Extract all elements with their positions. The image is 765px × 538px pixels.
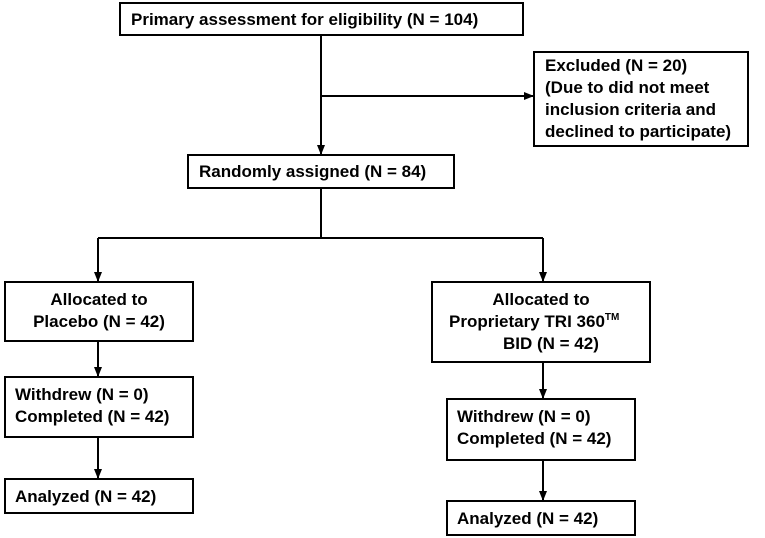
treatment-analysis-box: Analyzed (N = 42)	[446, 500, 636, 536]
treatment-allocation-box: Allocated to Proprietary TRI 360TM BID (…	[431, 281, 651, 363]
randomization-label: Randomly assigned (N = 84)	[199, 162, 427, 181]
excluded-line-3: inclusion criteria and	[545, 100, 716, 119]
treatment-followup-box: Withdrew (N = 0) Completed (N = 42)	[446, 398, 636, 461]
treatment-completed: Completed (N = 42)	[457, 429, 612, 448]
excluded-line-2: (Due to did not meet	[545, 78, 710, 97]
placebo-analyzed: Analyzed (N = 42)	[15, 487, 157, 506]
screening-label: Primary assessment for eligibility (N = …	[131, 10, 479, 29]
excluded-line-1: Excluded (N = 20)	[545, 56, 688, 75]
treatment-allocation-line-3: BID (N = 42)	[503, 334, 599, 353]
treatment-allocation-line-1: Allocated to	[492, 290, 590, 309]
screening-box: Primary assessment for eligibility (N = …	[119, 2, 524, 36]
placebo-analysis-box: Analyzed (N = 42)	[4, 478, 194, 514]
trademark-symbol: TM	[604, 312, 620, 323]
placebo-allocation-line-1: Allocated to	[50, 290, 148, 309]
placebo-allocation-line-2: Placebo (N = 42)	[33, 312, 165, 331]
placebo-allocation-box: Allocated to Placebo (N = 42)	[4, 281, 194, 342]
placebo-followup-box: Withdrew (N = 0) Completed (N = 42)	[4, 376, 194, 438]
treatment-withdrew: Withdrew (N = 0)	[457, 407, 591, 426]
excluded-box: Excluded (N = 20) (Due to did not meet i…	[533, 51, 749, 147]
treatment-product-name: Proprietary TRI 360	[449, 312, 605, 331]
treatment-allocation-line-2: Proprietary TRI 360TM	[433, 311, 649, 333]
placebo-withdrew: Withdrew (N = 0)	[15, 385, 149, 404]
randomization-box: Randomly assigned (N = 84)	[187, 154, 455, 189]
treatment-analyzed: Analyzed (N = 42)	[457, 509, 599, 528]
excluded-line-4: declined to participate)	[545, 122, 732, 141]
placebo-completed: Completed (N = 42)	[15, 407, 170, 426]
